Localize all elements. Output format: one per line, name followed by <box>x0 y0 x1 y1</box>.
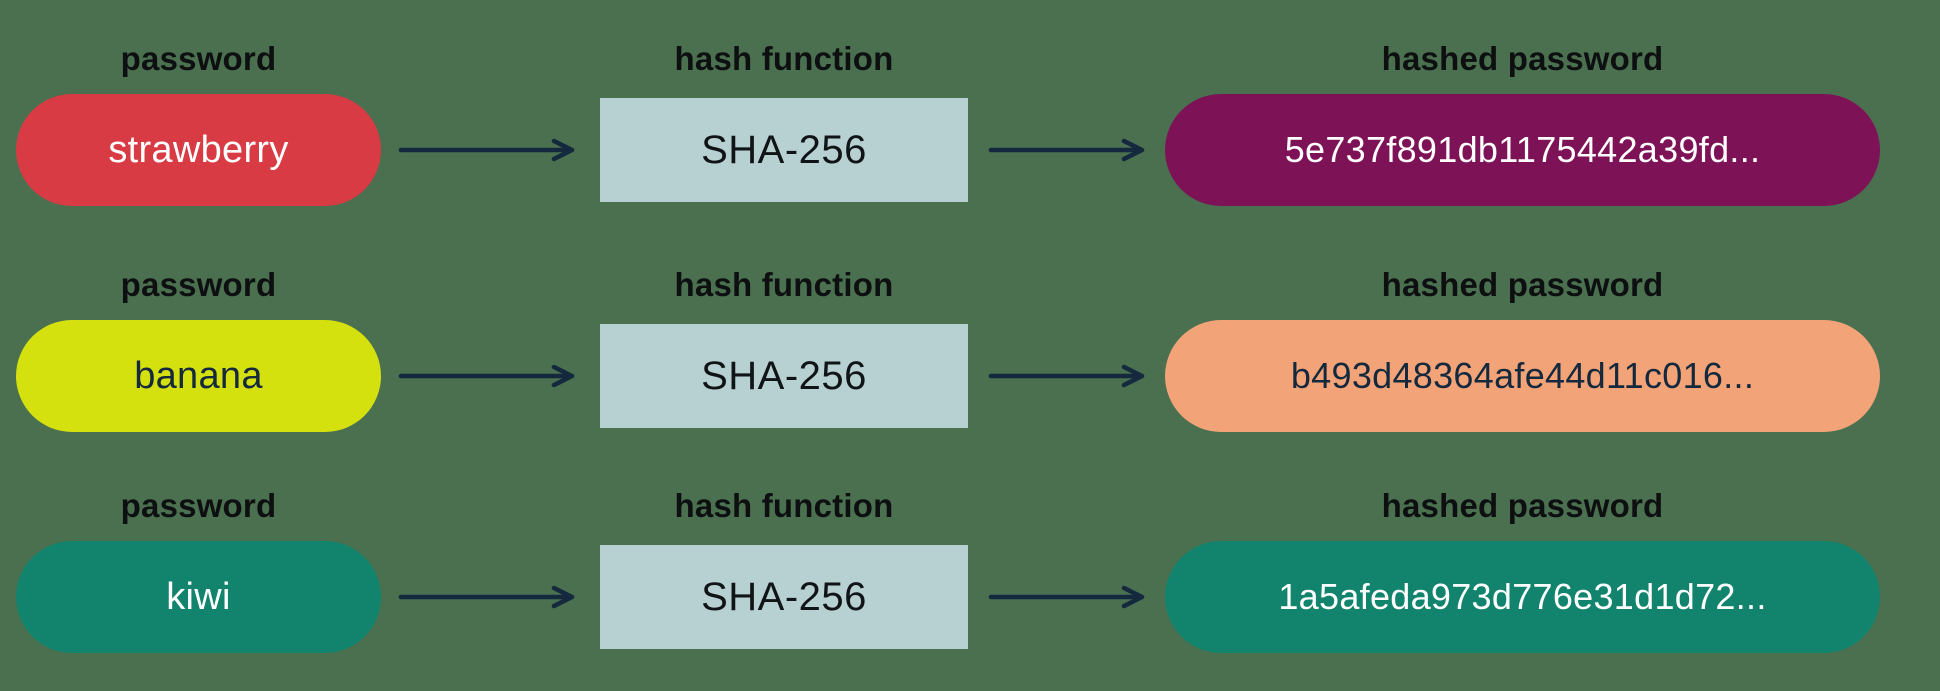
arrow-right-icon <box>398 137 593 163</box>
hashed-password-pill: 1a5afeda973d776e31d1d72... <box>1165 541 1880 653</box>
arrow-right-icon <box>988 137 1163 163</box>
password-pill: strawberry <box>16 94 381 206</box>
diagram-row: password strawberry hash function SHA-25… <box>0 36 1940 211</box>
hash-function-label: hash function <box>674 40 894 77</box>
password-value: kiwi <box>166 575 231 618</box>
arrow-right-icon <box>988 584 1163 610</box>
arrow-right-icon <box>398 584 593 610</box>
hash-function-name: SHA-256 <box>701 574 867 619</box>
hashed-password-value: 5e737f891db1175442a39fd... <box>1284 129 1761 170</box>
arrow-right-icon <box>398 363 593 389</box>
hash-function-box: SHA-256 <box>600 98 968 202</box>
hashed-password-value: b493d48364afe44d11c016... <box>1290 355 1755 396</box>
hash-function-label: hash function <box>674 487 894 524</box>
hash-function-label: hash function <box>674 266 894 303</box>
password-pill: banana <box>16 320 381 432</box>
hash-function-name: SHA-256 <box>701 127 867 172</box>
hash-function-box: SHA-256 <box>600 324 968 428</box>
password-label: password <box>120 266 277 303</box>
arrow-right-icon <box>988 363 1163 389</box>
password-value: banana <box>134 354 263 397</box>
hashed-password-label: hashed password <box>1381 40 1664 77</box>
hashed-password-pill: b493d48364afe44d11c016... <box>1165 320 1880 432</box>
hashed-password-label: hashed password <box>1381 487 1664 524</box>
diagram-row: password banana hash function SHA-256 ha… <box>0 262 1940 437</box>
hash-function-name: SHA-256 <box>701 353 867 398</box>
hashed-password-label: hashed password <box>1381 266 1664 303</box>
password-label: password <box>120 40 277 77</box>
hash-function-box: SHA-256 <box>600 545 968 649</box>
hashed-password-value: 1a5afeda973d776e31d1d72... <box>1278 576 1767 617</box>
diagram-row: password kiwi hash function SHA-256 hash… <box>0 483 1940 658</box>
password-value: strawberry <box>108 128 289 171</box>
password-label: password <box>120 487 277 524</box>
password-pill: kiwi <box>16 541 381 653</box>
hashed-password-pill: 5e737f891db1175442a39fd... <box>1165 94 1880 206</box>
